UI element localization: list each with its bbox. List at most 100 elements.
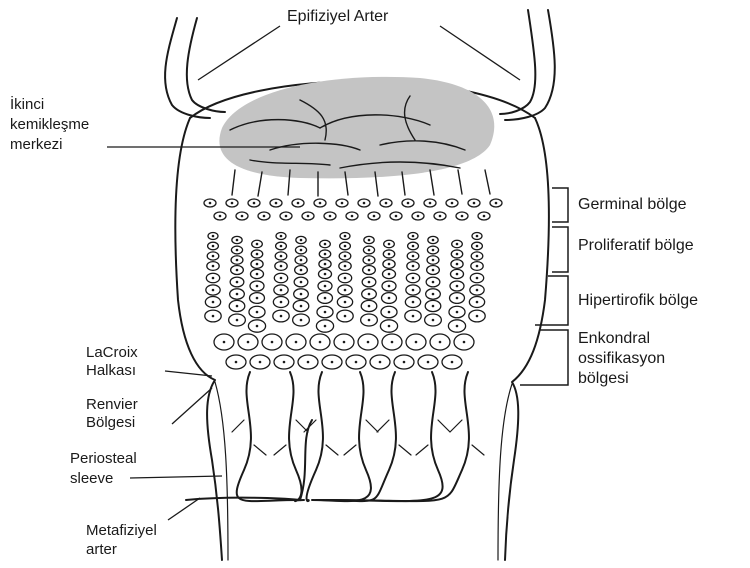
germinal-cell-nucleus [297,202,300,205]
germinal-cell-nucleus [417,215,420,218]
proliferative-cell-nucleus [324,273,327,276]
hypertrophic-cell-nucleus [236,319,239,322]
proliferative-cell-nucleus [280,245,283,248]
hypertrophic-cell-nucleus [256,311,259,314]
endochondral-cell-nucleus [379,361,382,364]
proliferative-cell-nucleus [344,235,347,238]
hypertrophic-cell-nucleus [476,289,479,292]
label-secondary-ossification-line2: kemikleşme [10,116,89,134]
label-endochondral-line1: Enkondral [578,330,650,348]
proliferative-cell-nucleus [300,239,303,242]
proliferative-cell-nucleus [456,273,459,276]
hypertrophic-cell-nucleus [280,289,283,292]
hypertrophic-cell-nucleus [432,305,435,308]
periosteal-inner-left [215,382,228,560]
proliferative-cell-nucleus [368,269,371,272]
proliferative-cell-nucleus [344,245,347,248]
metaphyseal-vessel-branch [316,372,396,501]
proliferative-cell-nucleus [368,239,371,242]
hypertrophic-cell-nucleus [456,325,459,328]
metaphyseal-vessel-branch [320,372,443,501]
label-lacroix-line1: LaCroix [86,344,138,362]
endochondral-cell-nucleus [247,341,250,344]
hypertrophic-cell-nucleus [432,293,435,296]
metaphyseal-vessel-branch [237,372,300,501]
bone-outline-right [505,118,549,560]
leader-epiphyseal-artery-right [440,26,520,80]
endochondral-cell-nucleus [415,341,418,344]
hypertrophic-cell-nucleus [476,301,479,304]
epiphyseal-vessel-left-inner [187,18,225,112]
label-periosteal-line2: sleeve [70,470,113,488]
germinal-cell-nucleus [241,215,244,218]
hypertrophic-cell-nucleus [212,315,215,318]
endochondral-cell-nucleus [355,361,358,364]
chondrocyte-columns [204,199,502,369]
proliferative-cell-nucleus [412,265,415,268]
label-endochondral-line2: ossifikasyon [578,350,665,368]
germinal-cell-nucleus [209,202,212,205]
germinal-cell-nucleus [407,202,410,205]
hypertrophic-cell-nucleus [412,289,415,292]
hypertrophic-cell-nucleus [368,305,371,308]
endochondral-cell-nucleus [391,341,394,344]
epiphyseal-vessel-right-inner [500,10,535,114]
label-metaphyseal-line1: Metafiziyel [86,522,157,540]
label-lacroix-line2: Halkası [86,362,136,380]
metaphyseal-vessels [186,372,484,501]
proliferative-cell-nucleus [212,235,215,238]
proliferative-cell-nucleus [344,277,347,280]
proliferative-cell-nucleus [212,277,215,280]
hypertrophic-cell-nucleus [456,285,459,288]
hypertrophic-cell-nucleus [300,293,303,296]
proliferative-cell-nucleus [412,245,415,248]
endochondral-cell-nucleus [307,361,310,364]
proliferative-cell-nucleus [476,255,479,258]
germinal-cell-nucleus [307,215,310,218]
endochondral-cell-nucleus [271,341,274,344]
proliferative-cell-nucleus [476,245,479,248]
proliferative-cell-nucleus [412,235,415,238]
proliferative-cell-nucleus [432,239,435,242]
germinal-cell-nucleus [329,215,332,218]
germinal-cell-nucleus [275,202,278,205]
proliferative-cell-nucleus [256,263,259,266]
hypertrophic-cell-nucleus [324,297,327,300]
hypertrophic-cell-nucleus [324,311,327,314]
proliferative-cell-nucleus [236,259,239,262]
label-proliferative-zone: Proliferatif bölge [578,237,694,255]
proliferative-cell-nucleus [300,259,303,262]
endochondral-cell-nucleus [295,341,298,344]
hypertrophic-cell-nucleus [344,315,347,318]
hypertrophic-cell-nucleus [456,297,459,300]
hypertrophic-cell-nucleus [432,281,435,284]
hypertrophic-cell-nucleus [388,311,391,314]
germinal-cell-nucleus [263,215,266,218]
germinal-cell-nucleus [385,202,388,205]
germinal-cell-nucleus [483,215,486,218]
leader-metaphyseal [168,498,200,520]
proliferative-cell-nucleus [300,269,303,272]
label-secondary-ossification-line1: İkinci [10,96,44,114]
proliferative-cell-nucleus [344,255,347,258]
endochondral-cell-nucleus [403,361,406,364]
proliferative-cell-nucleus [388,253,391,256]
proliferative-cell-nucleus [432,259,435,262]
germinal-cell-nucleus [363,202,366,205]
proliferative-cell-nucleus [212,245,215,248]
germinal-cell-nucleus [439,215,442,218]
germinal-cell-nucleus [351,215,354,218]
hypertrophic-cell-nucleus [432,319,435,322]
bracket-proliferative [552,227,568,272]
germinal-cell-nucleus [473,202,476,205]
endochondral-cell-nucleus [367,341,370,344]
metaphyseal-vessel-branch [312,372,371,501]
proliferative-cell-nucleus [388,273,391,276]
endochondral-cell-nucleus [331,361,334,364]
hypertrophic-cell-nucleus [236,305,239,308]
hypertrophic-cell-nucleus [412,301,415,304]
proliferative-cell-nucleus [476,277,479,280]
hypertrophic-cell-nucleus [300,319,303,322]
endochondral-cell-nucleus [235,361,238,364]
hypertrophic-cell-nucleus [300,281,303,284]
